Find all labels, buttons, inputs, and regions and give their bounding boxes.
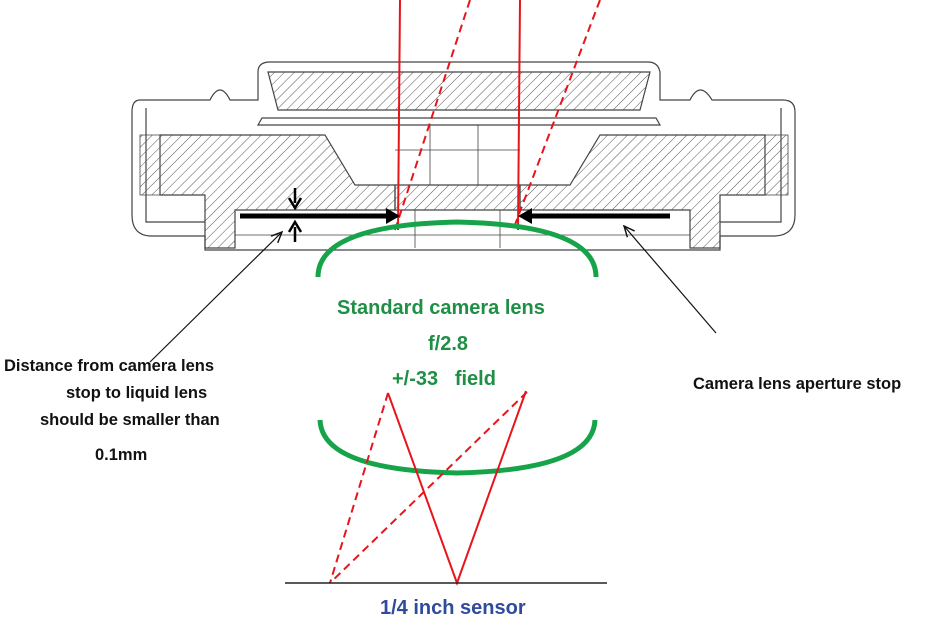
arrowhead-right — [386, 208, 400, 224]
lens-back-surface — [317, 419, 598, 476]
distance-note-line4: 0.1mm — [95, 446, 148, 464]
aperture-stop-label: Camera lens aperture stop — [693, 375, 902, 393]
distance-note-line1: Distance from camera lens — [4, 357, 215, 375]
field-label: +/-33 field — [392, 368, 496, 390]
aperture-leader — [624, 226, 717, 334]
image-rays — [329, 390, 528, 586]
field-ray-left — [394, 0, 471, 231]
incoming-rays — [394, 0, 601, 231]
arrowhead-left — [518, 208, 532, 224]
aperture-arrows — [240, 188, 670, 242]
down-arrow-icon — [287, 197, 303, 211]
sensor-label: 1/4 inch sensor — [380, 597, 526, 619]
lens-name-label: Standard camera lens — [337, 297, 545, 319]
left-body — [159, 134, 396, 249]
outer-shell — [131, 61, 796, 251]
distance-note-line2: stop to liquid lens — [66, 384, 208, 402]
lens-front-surface — [315, 219, 599, 278]
center-plate — [394, 184, 521, 211]
field-ray-right — [512, 0, 601, 231]
chief-rays-to-sensor — [387, 390, 527, 586]
f-number-label: f/2.8 — [428, 333, 469, 355]
up-arrow-icon — [287, 219, 303, 233]
right-body — [519, 134, 766, 249]
top-cap — [267, 71, 651, 111]
chief-ray-left — [397, 0, 401, 231]
chief-ray-right — [517, 0, 521, 231]
distance-note-line3: should be smaller than — [40, 411, 220, 429]
distance-leader — [149, 232, 282, 363]
lens-housing — [131, 61, 796, 251]
